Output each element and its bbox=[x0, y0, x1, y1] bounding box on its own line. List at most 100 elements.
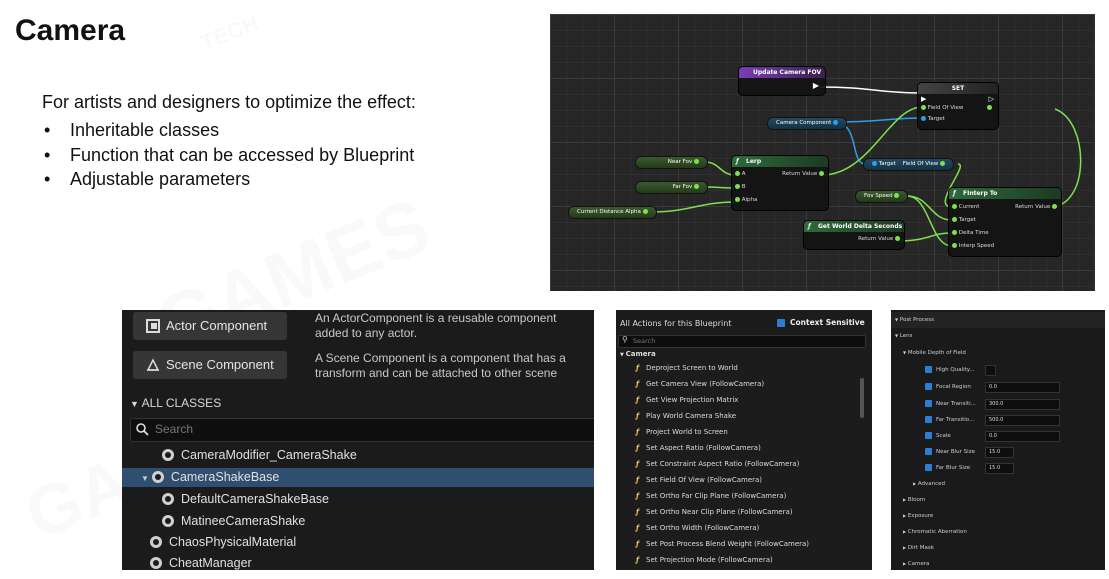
blueprint-graph[interactable]: Update Camera FOV ▶ SET ▶ ▷ Field Of Vie… bbox=[550, 14, 1095, 291]
pp-checkbox[interactable] bbox=[925, 366, 932, 373]
exec-in-pin[interactable]: ▶ bbox=[921, 95, 927, 103]
all-classes-label: ALL CLASSES bbox=[141, 396, 222, 410]
pin-finterp-return[interactable]: Return Value bbox=[1015, 204, 1057, 210]
function-icon: ƒ bbox=[636, 460, 640, 468]
class-search-input[interactable]: Search bbox=[130, 418, 594, 442]
pp-value-field[interactable]: 15.0 bbox=[985, 463, 1014, 474]
pp-checkbox[interactable] bbox=[925, 400, 932, 407]
pp-section-lens[interactable]: ▼ Lens bbox=[895, 333, 913, 339]
pp-value-checkbox[interactable] bbox=[985, 365, 996, 376]
exec-out-pin[interactable]: ▶ bbox=[812, 81, 819, 90]
actor-component-desc: An ActorComponent is a reusable componen… bbox=[315, 311, 557, 340]
pp-value-field[interactable]: 15.0 bbox=[985, 447, 1014, 458]
delta-node-title: Get World Delta Seconds bbox=[818, 223, 903, 230]
exec-out-pin[interactable]: ▷ bbox=[988, 95, 994, 103]
actor-component-button[interactable]: Actor Component bbox=[133, 312, 287, 340]
class-row[interactable]: DefaultCameraShakeBase bbox=[122, 490, 594, 509]
function-icon: ƒ bbox=[636, 396, 640, 404]
set-node[interactable]: SET ▶ ▷ Field Of View Target bbox=[917, 82, 999, 130]
get-fov-node[interactable]: Target Field Of View bbox=[863, 158, 955, 171]
pp-group-mobile-dof[interactable]: ▼ Mobile Depth of Field bbox=[903, 350, 966, 356]
pp-row-far-transition[interactable]: Far Transitio...500.0 bbox=[891, 412, 1105, 428]
function-icon: ƒ bbox=[636, 428, 640, 436]
class-row[interactable]: ChaosPhysicalMaterial bbox=[122, 533, 594, 552]
event-node[interactable]: Update Camera FOV ▶ bbox=[738, 66, 826, 96]
actions-search-input[interactable]: ⚲ Search bbox=[618, 335, 866, 348]
actions-category[interactable]: ▼ Camera bbox=[620, 350, 656, 358]
far-fov-var[interactable]: Far Fov bbox=[635, 181, 708, 194]
pin-target[interactable]: Target bbox=[921, 116, 945, 122]
pin-target-value[interactable]: Target bbox=[952, 217, 976, 223]
alpha-var[interactable]: Current Distance Alpha bbox=[568, 206, 657, 219]
pp-value-field[interactable]: 500.0 bbox=[985, 415, 1060, 426]
pp-row-exposure[interactable]: ▶ Exposure bbox=[903, 513, 934, 519]
context-sensitive-checkbox[interactable] bbox=[777, 319, 785, 327]
actor-component-icon bbox=[146, 319, 160, 333]
fov-speed-var[interactable]: Fov Speed bbox=[855, 190, 909, 203]
pp-row-near-transition[interactable]: Near Transiti...300.0 bbox=[891, 396, 1105, 412]
class-picker-panel: Actor Component An ActorComponent is a r… bbox=[122, 310, 594, 570]
pp-checkbox[interactable] bbox=[925, 448, 932, 455]
pp-value-field[interactable]: 300.0 bbox=[985, 399, 1060, 410]
all-classes-header[interactable]: ▼ ALL CLASSES bbox=[122, 391, 594, 415]
pp-checkbox[interactable] bbox=[925, 432, 932, 439]
camera-component-var[interactable]: Camera Component bbox=[767, 117, 848, 130]
class-row[interactable]: CameraModifier_CameraShake bbox=[122, 446, 594, 465]
pp-row-high-quality[interactable]: High Quality... bbox=[891, 362, 1105, 378]
pin-delta-return[interactable]: Return Value bbox=[858, 236, 900, 242]
pp-row-dirt-mask[interactable]: ▶ Dirt Mask bbox=[903, 545, 934, 551]
pin-delta-time[interactable]: Delta Time bbox=[952, 230, 989, 236]
class-search-placeholder: Search bbox=[155, 422, 194, 436]
class-row[interactable]: CheatManager bbox=[122, 554, 594, 570]
watermark-sub: TECH bbox=[197, 10, 262, 57]
pp-checkbox[interactable] bbox=[925, 464, 932, 471]
pin-b[interactable]: B bbox=[735, 184, 746, 190]
slide-intro: For artists and designers to optimize th… bbox=[42, 92, 416, 112]
scene-component-button[interactable]: Scene Component bbox=[133, 351, 287, 379]
near-fov-var[interactable]: Near Fov bbox=[635, 156, 708, 169]
pin-a[interactable]: A bbox=[735, 171, 746, 177]
pp-checkbox[interactable] bbox=[925, 416, 932, 423]
pin-interp-speed[interactable]: Interp Speed bbox=[952, 243, 994, 249]
class-row[interactable]: MatineeCameraShake bbox=[122, 512, 594, 531]
actor-component-label: Actor Component bbox=[166, 318, 268, 333]
pp-section-post-process[interactable]: ▼ Post Process bbox=[891, 312, 1105, 328]
pin-return[interactable]: Return Value bbox=[782, 171, 824, 177]
pin-current[interactable]: Current bbox=[952, 204, 979, 210]
pp-row-camera[interactable]: ▶ Camera bbox=[903, 561, 930, 567]
pin-field-of-view[interactable]: Field Of View bbox=[921, 105, 963, 111]
class-row-selected[interactable]: ▼CameraShakeBase bbox=[122, 468, 594, 487]
search-icon bbox=[136, 423, 149, 436]
pp-value-field[interactable]: 0.0 bbox=[985, 382, 1060, 393]
actions-scrollbar[interactable] bbox=[860, 378, 864, 418]
bullet-dot: • bbox=[44, 144, 51, 165]
pp-row-advanced[interactable]: ▶ Advanced bbox=[913, 481, 945, 487]
pp-value-field[interactable]: 0.0 bbox=[985, 431, 1060, 442]
pin-alpha[interactable]: Alpha bbox=[735, 197, 757, 203]
pp-row-bloom[interactable]: ▶ Bloom bbox=[903, 497, 926, 503]
scene-component-label: Scene Component bbox=[166, 357, 274, 372]
pp-checkbox[interactable] bbox=[925, 383, 932, 390]
pp-row-chromatic[interactable]: ▶ Chromatic Aberration bbox=[903, 529, 967, 535]
pin-fov-out[interactable] bbox=[987, 105, 992, 111]
